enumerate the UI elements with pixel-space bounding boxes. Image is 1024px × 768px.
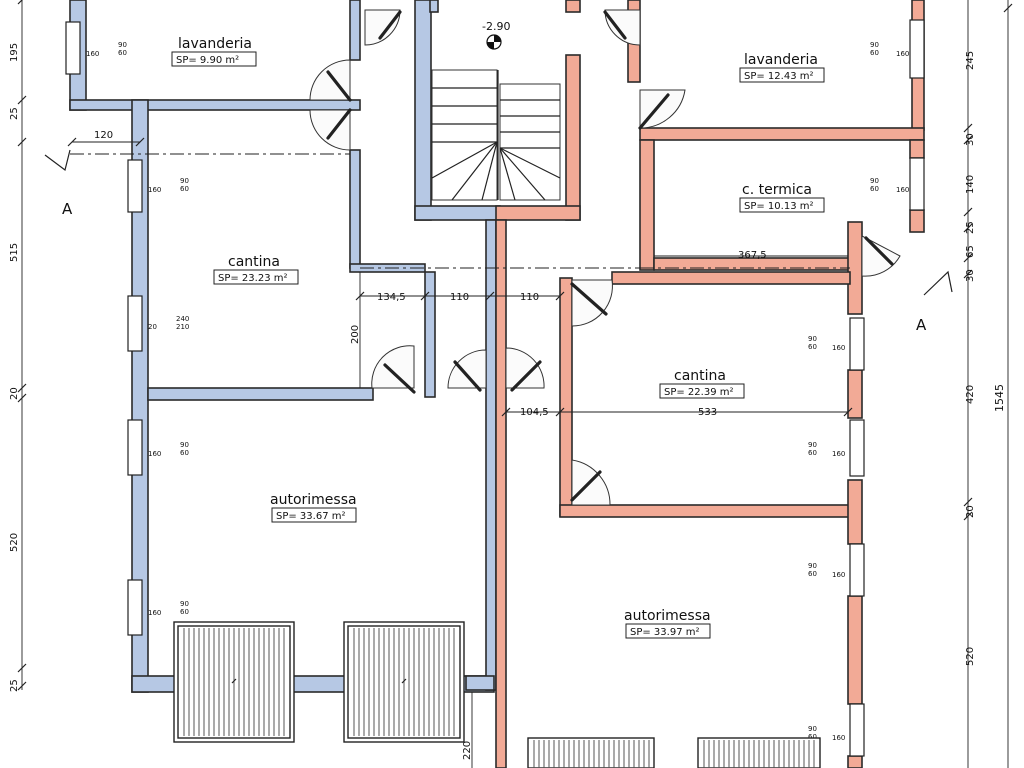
level-marker: -2.90 bbox=[482, 20, 510, 50]
win-r1-bottom: 60 bbox=[870, 49, 879, 57]
room-name-lavanderia-right: lavanderia bbox=[744, 52, 818, 68]
level-marker-label: -2.90 bbox=[482, 20, 510, 33]
room-area-autorimessa-left: SP= 33.67 m² bbox=[276, 511, 346, 522]
win-r3-side: 160 bbox=[832, 344, 845, 352]
dim-right-420: 420 bbox=[965, 385, 976, 404]
win-l5-side: 160 bbox=[148, 609, 161, 617]
win-r3-bottom: 60 bbox=[808, 343, 817, 351]
room-area-cantina-left: SP= 23.23 m² bbox=[218, 273, 288, 284]
dim-220: 220 bbox=[462, 741, 473, 760]
dim-right-245: 245 bbox=[965, 51, 976, 70]
win-l3-side: 20 bbox=[148, 323, 157, 331]
room-area-centrale-termica: SP= 10.13 m² bbox=[744, 201, 814, 212]
garage-gates bbox=[173, 621, 821, 768]
dim-right-520: 520 bbox=[965, 647, 976, 666]
win-r4-top: 90 bbox=[808, 441, 817, 449]
dim-134: 134,5 bbox=[377, 292, 406, 303]
win-r6-bottom: 60 bbox=[808, 733, 817, 741]
inner-dimensions: 120 134,5 110 110 200 367,5 104,5 533 22… bbox=[67, 130, 853, 768]
win-l3-bottom: 210 bbox=[176, 323, 189, 331]
dim-left-25b: 25 bbox=[9, 679, 20, 692]
dim-left-25a: 25 bbox=[9, 107, 20, 120]
win-r2-side: 160 bbox=[896, 186, 909, 194]
dim-left-195: 195 bbox=[9, 43, 20, 62]
room-name-lavanderia-left: lavanderia bbox=[178, 36, 252, 52]
dim-overall-1545: 1545 bbox=[993, 384, 1006, 412]
win-l5-bottom: 60 bbox=[180, 608, 189, 616]
dim-right-30b: 30 bbox=[965, 269, 976, 282]
win-l4-top: 90 bbox=[180, 441, 189, 449]
room-name-autorimessa-left: autorimessa bbox=[270, 492, 357, 508]
win-l2-bottom: 60 bbox=[180, 185, 189, 193]
dim-367: 367,5 bbox=[738, 250, 767, 261]
win-r1-top: 90 bbox=[870, 41, 879, 49]
win-l1-top: 90 bbox=[118, 41, 127, 49]
room-area-cantina-right: SP= 22.39 m² bbox=[664, 387, 734, 398]
win-l4-side: 160 bbox=[148, 450, 161, 458]
dim-left-515: 515 bbox=[9, 243, 20, 262]
dim-right-30a: 30 bbox=[965, 133, 976, 146]
win-r5-top: 90 bbox=[808, 562, 817, 570]
win-l4-bottom: 60 bbox=[180, 449, 189, 457]
room-labels: lavanderia SP= 9.90 m² lavanderia SP= 12… bbox=[171, 36, 825, 639]
window-labels: 90 60 160 90 60 160 240 210 20 90 60 160… bbox=[86, 41, 909, 742]
dim-533: 533 bbox=[698, 407, 717, 418]
dim-200: 200 bbox=[350, 325, 361, 344]
dims-right: 245 30 140 25 65 30 420 20 520 1545 bbox=[963, 0, 1013, 768]
room-name-cantina-right: cantina bbox=[674, 368, 726, 384]
win-l3-top: 240 bbox=[176, 315, 189, 323]
dim-left-520: 520 bbox=[9, 533, 20, 552]
win-r2-top: 90 bbox=[870, 177, 879, 185]
win-l1-bottom: 60 bbox=[118, 49, 127, 57]
dim-right-20: 20 bbox=[965, 505, 976, 518]
dim-right-25: 25 bbox=[965, 221, 976, 234]
dims-left: 195 25 515 20 520 25 bbox=[9, 0, 27, 692]
win-l1-side: 160 bbox=[86, 50, 99, 58]
room-name-centrale-termica: c. termica bbox=[742, 182, 812, 198]
windows bbox=[65, 19, 925, 757]
win-r4-bottom: 60 bbox=[808, 449, 817, 457]
win-r5-side: 160 bbox=[832, 571, 845, 579]
win-r5-bottom: 60 bbox=[808, 570, 817, 578]
room-name-autorimessa-right: autorimessa bbox=[624, 608, 711, 624]
section-mark-right: A bbox=[916, 316, 927, 334]
room-area-lavanderia-right: SP= 12.43 m² bbox=[744, 71, 814, 82]
dim-right-140: 140 bbox=[965, 175, 976, 194]
dim-110b: 110 bbox=[520, 292, 539, 303]
win-l2-side: 160 bbox=[148, 186, 161, 194]
win-r6-top: 90 bbox=[808, 725, 817, 733]
room-name-cantina-left: cantina bbox=[228, 254, 280, 270]
win-l5-top: 90 bbox=[180, 600, 189, 608]
dim-110a: 110 bbox=[450, 292, 469, 303]
win-l2-top: 90 bbox=[180, 177, 189, 185]
staircase bbox=[431, 69, 561, 201]
win-r2-bottom: 60 bbox=[870, 185, 879, 193]
section-mark-left: A bbox=[62, 200, 73, 218]
dim-120: 120 bbox=[94, 130, 113, 141]
dim-104: 104,5 bbox=[520, 407, 549, 418]
room-area-autorimessa-right: SP= 33.97 m² bbox=[630, 627, 700, 638]
room-area-lavanderia-left: SP= 9.90 m² bbox=[176, 55, 239, 66]
dim-right-65: 65 bbox=[965, 245, 976, 258]
win-r6-side: 160 bbox=[832, 734, 845, 742]
dim-left-20: 20 bbox=[9, 387, 20, 400]
section-lines bbox=[44, 149, 953, 296]
win-r1-side: 160 bbox=[896, 50, 909, 58]
win-r4-side: 160 bbox=[832, 450, 845, 458]
doors bbox=[309, 9, 901, 506]
win-r3-top: 90 bbox=[808, 335, 817, 343]
